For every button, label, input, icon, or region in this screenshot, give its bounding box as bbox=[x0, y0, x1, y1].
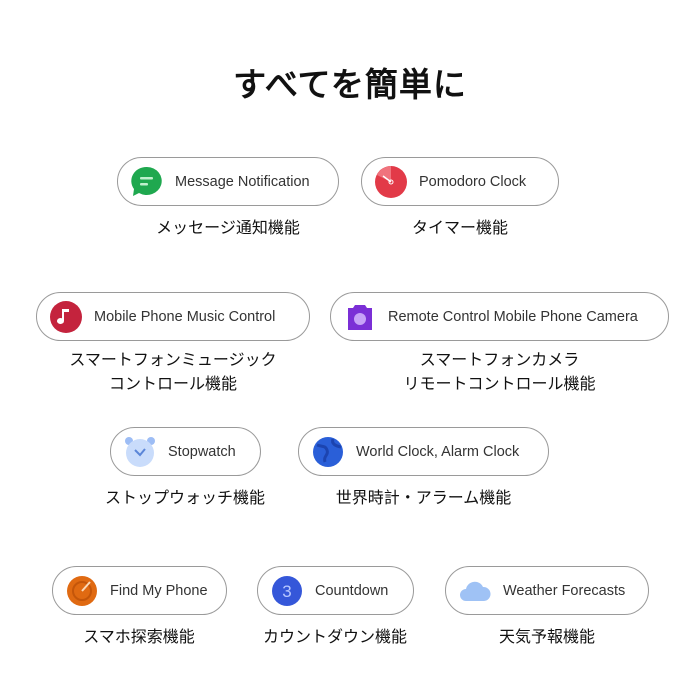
cloud-icon bbox=[458, 574, 492, 608]
feature-weather: Weather Forecasts bbox=[445, 566, 649, 615]
feature-message-notification: Message Notification bbox=[117, 157, 339, 206]
pomodoro-icon bbox=[374, 165, 408, 199]
feature-countdown: 3 Countdown bbox=[257, 566, 414, 615]
feature-caption: スマートフォンミュージック コントロール機能 bbox=[69, 350, 277, 393]
music-icon bbox=[49, 300, 83, 334]
feature-music-control: Mobile Phone Music Control bbox=[36, 292, 310, 341]
stopwatch-icon bbox=[123, 435, 157, 469]
feature-caption: 天気予報機能 bbox=[498, 627, 595, 646]
globe-icon bbox=[311, 435, 345, 469]
feature-caption: スマホ探索機能 bbox=[83, 627, 195, 646]
feature-caption: 世界時計・アラーム機能 bbox=[335, 488, 512, 507]
feature-world-clock: World Clock, Alarm Clock bbox=[298, 427, 549, 476]
page-title: すべてを簡単に bbox=[233, 65, 467, 104]
countdown-icon: 3 bbox=[270, 574, 304, 608]
feature-caption: メッセージ通知機能 bbox=[156, 218, 300, 237]
feature-remote-camera: Remote Control Mobile Phone Camera bbox=[330, 292, 669, 341]
radar-icon bbox=[65, 574, 99, 608]
message-icon bbox=[130, 165, 164, 199]
feature-caption: カウントダウン機能 bbox=[262, 627, 407, 646]
feature-caption: タイマー機能 bbox=[411, 218, 508, 237]
camera-icon bbox=[343, 300, 377, 334]
feature-stopwatch: Stopwatch bbox=[110, 427, 261, 476]
feature-pomodoro-clock: Pomodoro Clock bbox=[361, 157, 559, 206]
svg-text:3: 3 bbox=[282, 582, 291, 601]
feature-caption: スマートフォンカメラ リモートコントロール機能 bbox=[403, 350, 596, 393]
feature-find-my-phone: Find My Phone bbox=[52, 566, 227, 615]
feature-caption: ストップウォッチ機能 bbox=[104, 488, 265, 507]
